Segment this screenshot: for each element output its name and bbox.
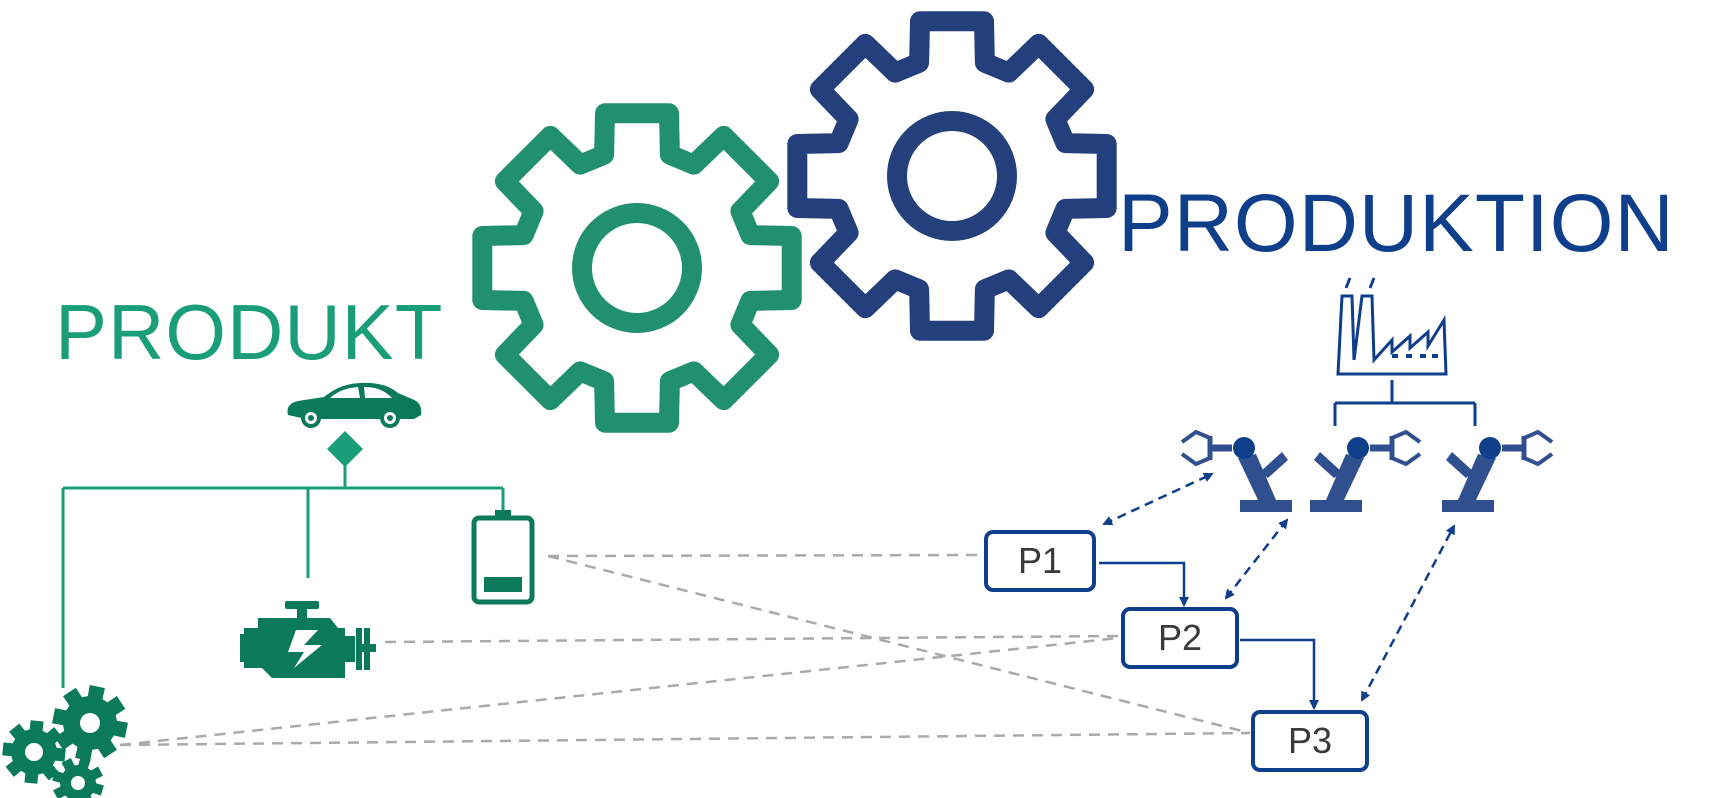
link-engine-p2 bbox=[384, 634, 1119, 644]
produktion-title: PRODUKTION bbox=[1118, 178, 1675, 269]
robot-arm-icon bbox=[1310, 429, 1422, 512]
factory-icon bbox=[1336, 277, 1448, 376]
product-process-links bbox=[119, 553, 1251, 747]
robot-arm-icon bbox=[1442, 429, 1554, 512]
link-battery-p1 bbox=[547, 553, 981, 558]
production-tree bbox=[1333, 380, 1477, 426]
link-gears-p3 bbox=[119, 731, 1251, 747]
produkt-title: PRODUKT bbox=[55, 288, 444, 376]
gear-large-navy-icon bbox=[787, 11, 1117, 341]
process-box-p1: P1 bbox=[984, 530, 1096, 592]
engine-icon bbox=[240, 601, 376, 678]
aggregation-diamond-icon bbox=[327, 431, 363, 467]
battery-icon bbox=[471, 510, 535, 605]
process-box-p2: P2 bbox=[1121, 607, 1239, 669]
flow-p1-p2 bbox=[1099, 561, 1189, 607]
flow-p2-p3 bbox=[1240, 638, 1319, 710]
process-box-p3: P3 bbox=[1251, 710, 1369, 772]
link-battery-p3 bbox=[547, 554, 1251, 735]
link-gears-p2 bbox=[119, 636, 1119, 747]
gear-large-teal-icon bbox=[472, 103, 802, 433]
robot-process-links bbox=[1102, 472, 1456, 702]
robot-arm-icon bbox=[1180, 429, 1292, 512]
car-icon bbox=[287, 382, 422, 428]
product-tree bbox=[61, 463, 505, 688]
gears-cluster-icon bbox=[2, 685, 128, 798]
process-flow bbox=[1099, 561, 1319, 710]
